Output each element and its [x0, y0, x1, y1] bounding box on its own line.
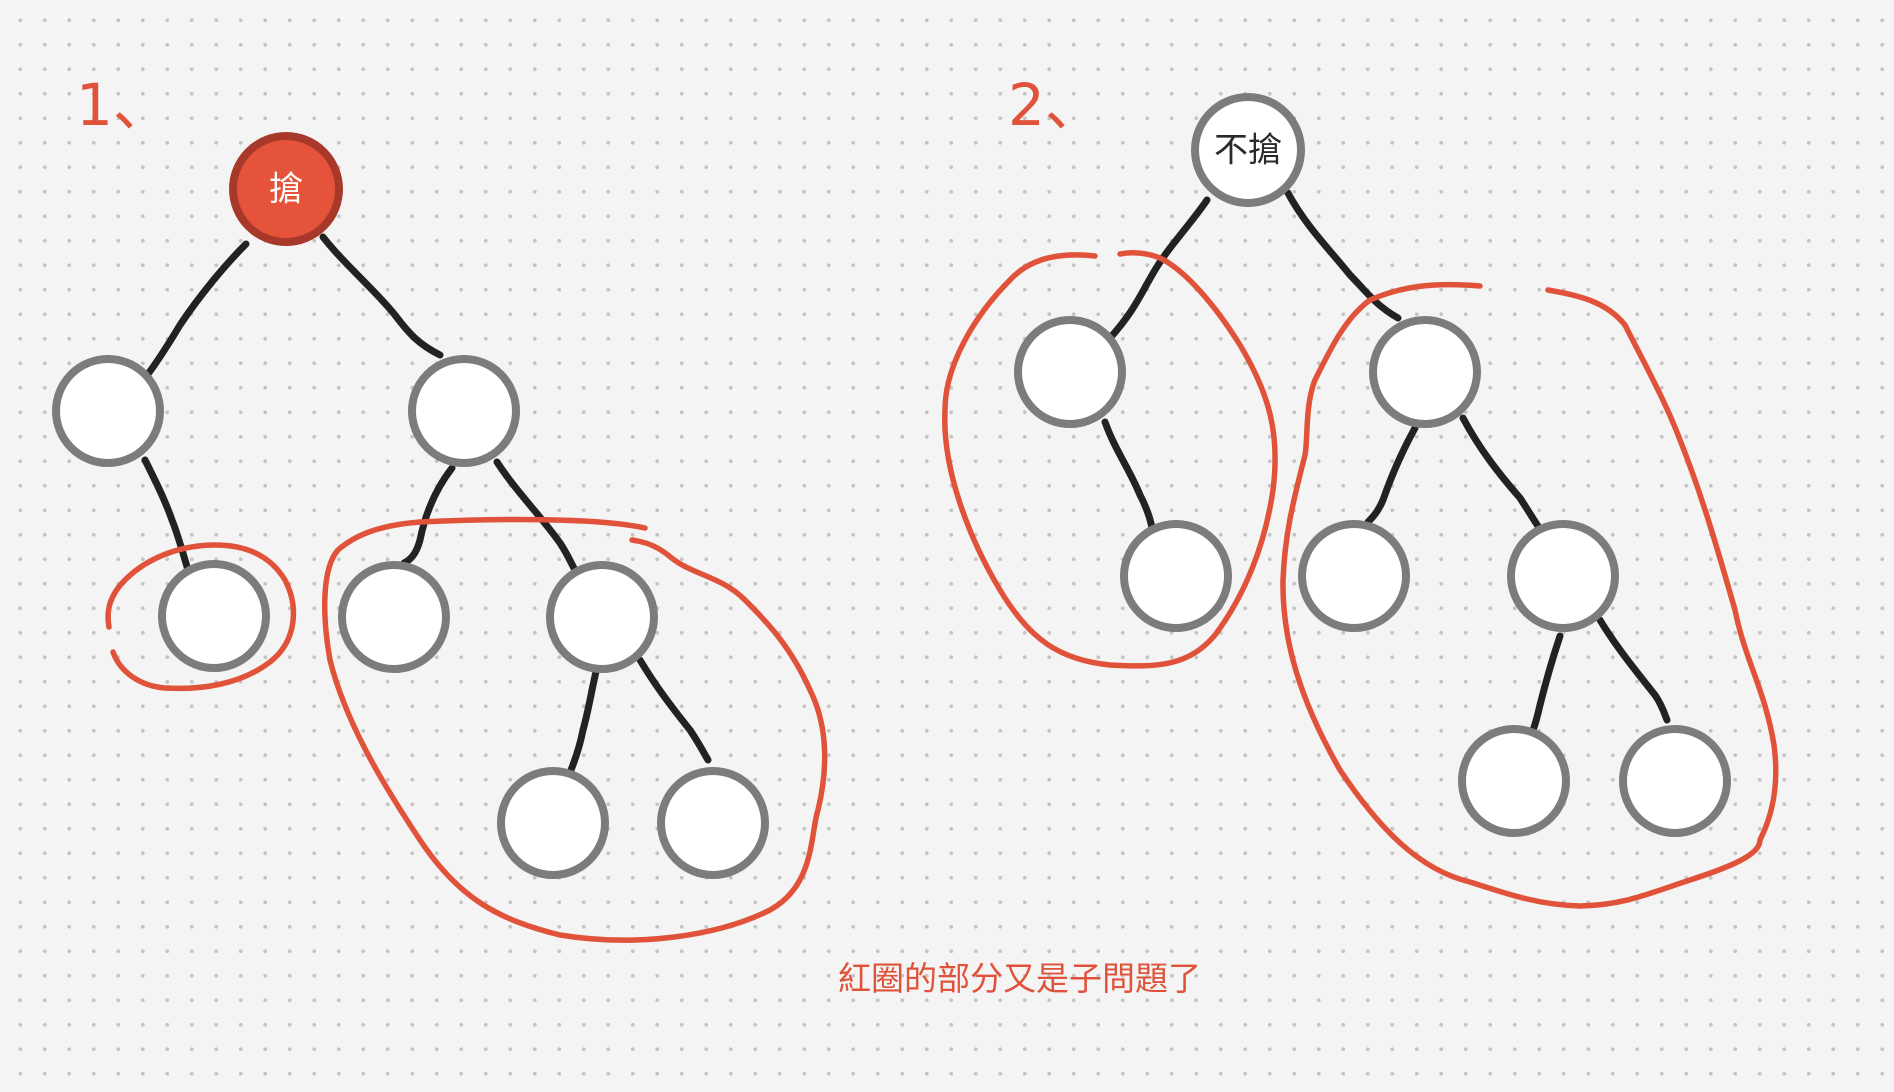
edge: [1106, 196, 1211, 342]
edge: [141, 456, 192, 574]
tree-node: [408, 355, 520, 467]
tree2-root-label: 不搶: [1214, 131, 1282, 171]
edge: [1284, 189, 1402, 322]
tree1-root-label: 搶: [269, 170, 303, 210]
tree1-nodes: 搶: [52, 132, 769, 879]
edge: [1529, 632, 1564, 734]
edge: [493, 458, 579, 574]
edge: [567, 652, 604, 774]
tree-node: [497, 767, 609, 879]
tree2-root-node: 不搶: [1191, 93, 1305, 207]
tree-node: [1120, 520, 1232, 632]
tree2-nodes: 不搶: [1014, 93, 1731, 837]
red-loop-tree2-right-subtree: [1280, 281, 1779, 909]
tree1-root-node: 搶: [229, 132, 343, 246]
tree-node: [1619, 725, 1731, 837]
tree-node: [1458, 725, 1570, 837]
tree-node: [158, 560, 270, 672]
tree-node: [52, 355, 164, 467]
edge: [1101, 418, 1156, 534]
tree1-edges: [141, 233, 712, 774]
tree-node: [1369, 316, 1481, 428]
edge: [1596, 616, 1671, 724]
red-loop-tree1-left-leaf: [105, 542, 297, 692]
red-loop-tree2-left-subtree: [942, 250, 1278, 669]
tree1-number-label: 1、: [76, 71, 171, 139]
svg-text:1、: 1、: [76, 71, 171, 139]
edge: [141, 240, 250, 382]
red-loop-tree1-right-subtree: [322, 516, 828, 943]
tree-node: [338, 561, 450, 673]
tree2-edges: [1101, 189, 1671, 734]
edge: [1364, 424, 1419, 526]
tree-node: [1014, 316, 1126, 428]
tree-node: [546, 561, 658, 673]
edge: [319, 233, 444, 359]
tree2-number-label: 2、: [1008, 71, 1103, 139]
subproblem-loops: [105, 250, 1779, 943]
edge: [636, 656, 712, 764]
tree-node: [1298, 520, 1410, 632]
svg-text:2、: 2、: [1008, 71, 1103, 139]
edge: [400, 464, 456, 567]
tree-node: [1507, 520, 1619, 632]
edge: [1459, 414, 1542, 530]
tree-node: [657, 767, 769, 879]
caption-text: 紅圈的部分又是子問題了: [838, 959, 1201, 998]
